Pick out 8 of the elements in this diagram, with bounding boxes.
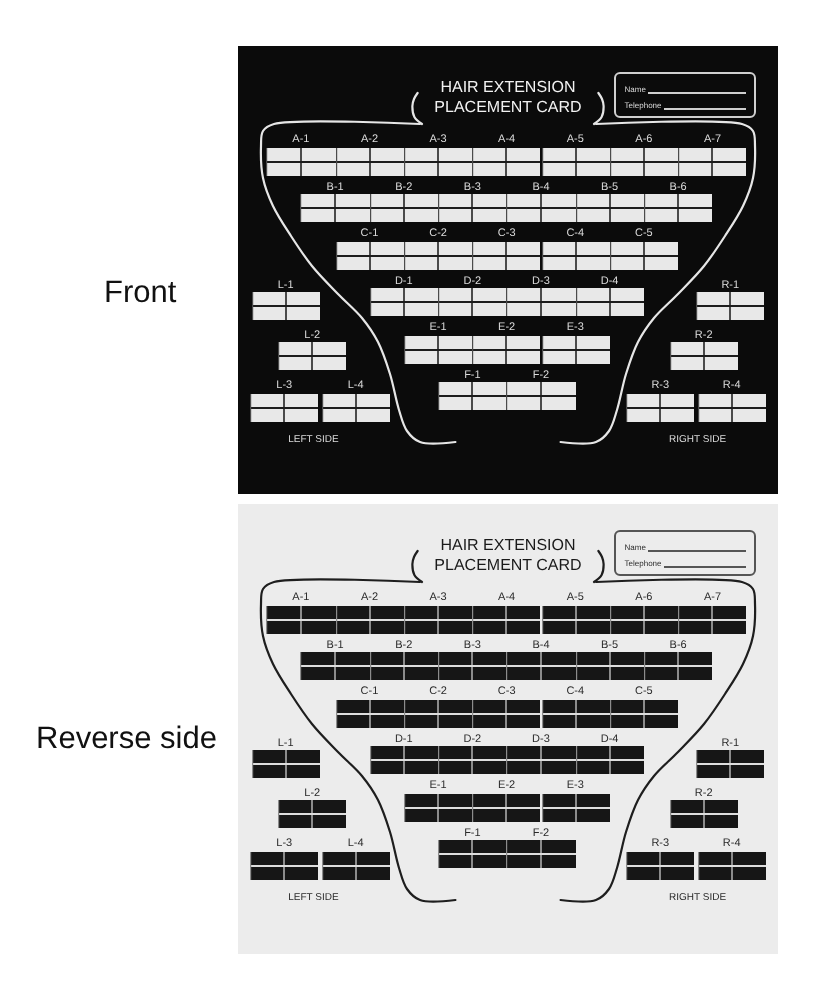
placement-card bbox=[238, 46, 778, 494]
side-caption: Front bbox=[104, 276, 177, 312]
card-title: HAIR EXTENSION PLACEMENT CARD bbox=[432, 535, 584, 575]
card-title: HAIR EXTENSION PLACEMENT CARD bbox=[432, 77, 584, 117]
placement-card bbox=[238, 504, 778, 954]
contact-box bbox=[614, 71, 757, 117]
contact-box bbox=[614, 529, 757, 575]
side-caption: Reverse side bbox=[36, 722, 217, 758]
